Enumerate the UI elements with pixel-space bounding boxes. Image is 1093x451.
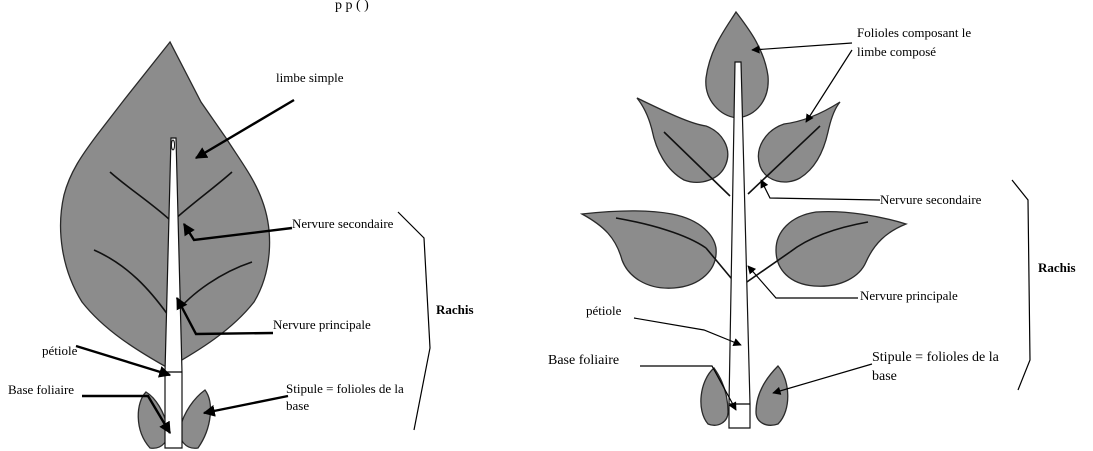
simple-label-nervure-secondaire: Nervure secondaire	[292, 216, 394, 231]
compound-pointer-stipule	[773, 364, 872, 393]
compound-label-folioles-line2: limbe composé	[857, 44, 936, 59]
simple-label-stipule-line2: base	[286, 398, 309, 413]
compound-rachis-brace	[1012, 180, 1030, 390]
compound-leaflet-upper-left	[637, 98, 728, 182]
simple-leaf-blade	[61, 42, 270, 368]
compound-label-petiole: pétiole	[586, 303, 622, 318]
simple-label-rachis: Rachis	[436, 302, 474, 317]
compound-label-stipule-line2: base	[872, 369, 897, 384]
compound-leaf	[582, 12, 906, 428]
simple-stipule-right	[180, 390, 211, 448]
simple-label-nervure-principale: Nervure principale	[273, 317, 371, 332]
simple-pointer-stipule	[204, 396, 288, 413]
compound-label-folioles-line1: Folioles composant le	[857, 25, 971, 40]
compound-label-rachis: Rachis	[1038, 260, 1076, 275]
compound-leaflet-upper-right	[758, 102, 840, 182]
compound-label-base-foliaire: Base foliaire	[548, 353, 619, 368]
compound-label-stipule-line1: Stipule = folioles de la	[872, 350, 1000, 365]
simple-label-petiole: pétiole	[42, 343, 78, 358]
compound-pointer-petiole	[634, 318, 741, 345]
compound-stipule-right	[756, 366, 788, 425]
simple-stipule-left	[138, 392, 168, 448]
simple-rachis-brace	[398, 212, 430, 430]
simple-leaf	[61, 42, 270, 448]
compound-label-nervure-secondaire: Nervure secondaire	[880, 192, 982, 207]
compound-pointer-nervure-secondaire	[761, 180, 880, 200]
caption-fragment: p p ( )	[335, 0, 369, 13]
compound-stipule-left	[701, 368, 728, 425]
compound-leaflet-lower-left	[582, 211, 716, 288]
compound-label-nervure-principale: Nervure principale	[860, 288, 958, 303]
simple-label-limbe: limbe simple	[276, 70, 344, 85]
simple-label-stipule-line1: Stipule = folioles de la	[286, 381, 404, 396]
simple-label-base-foliaire: Base foliaire	[8, 382, 74, 397]
compound-pointer-folioles-top	[752, 43, 852, 50]
